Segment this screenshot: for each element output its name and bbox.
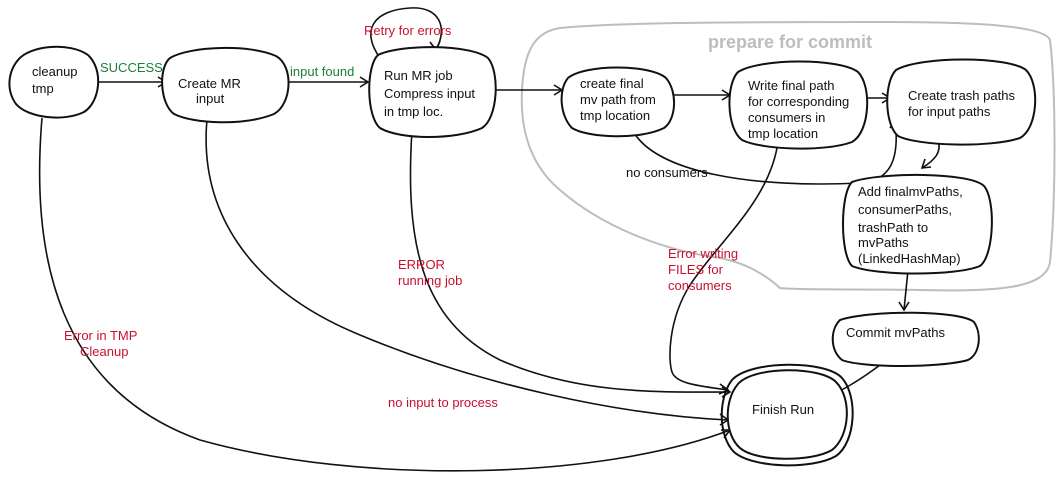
- label-error-tmp: Cleanup: [80, 344, 128, 359]
- node-run-mr-job: Run MR job Compress input in tmp loc.: [368, 46, 497, 138]
- node-text: input: [196, 91, 225, 106]
- node-text: Finish Run: [752, 402, 814, 417]
- node-finish-run: Finish Run: [720, 363, 854, 467]
- arrowhead: [920, 158, 932, 169]
- edge-add-to-commit: [903, 269, 909, 311]
- label-error-running: ERROR: [398, 257, 445, 272]
- label-error-writing: consumers: [668, 278, 732, 293]
- edge-retry-loop: [370, 7, 443, 59]
- label-retry: Retry for errors: [364, 23, 452, 38]
- node-text: trashPath to: [858, 220, 928, 235]
- edge-no-input: [205, 109, 729, 421]
- node-text: tmp location: [748, 126, 818, 141]
- node-text: for input paths: [908, 104, 991, 119]
- node-text: in tmp loc.: [384, 104, 443, 119]
- label-no-consumers: no consumers: [626, 165, 708, 180]
- edge-no-consumers: [629, 119, 897, 185]
- label-error-writing: Error writing: [668, 246, 738, 261]
- node-text: Commit mvPaths: [846, 325, 945, 340]
- node-create-trash-paths: Create trash paths for input paths: [886, 58, 1037, 146]
- node-text: cleanup: [32, 64, 78, 79]
- node-text: consumerPaths,: [858, 202, 952, 217]
- node-cleanup-tmp: cleanup tmp: [8, 45, 100, 119]
- node-write-final-path: Write final path for corresponding consu…: [728, 60, 869, 150]
- label-error-running: running job: [398, 273, 462, 288]
- label-no-input: no input to process: [388, 395, 498, 410]
- arrowhead: [898, 301, 910, 312]
- group-title: prepare for commit: [708, 32, 872, 52]
- edge-run-error: [409, 129, 731, 393]
- node-create-mr-input: Create MR input: [161, 46, 290, 124]
- node-text: mvPaths: [858, 235, 909, 250]
- node-text: (LinkedHashMap): [858, 251, 961, 266]
- node-commit-mvpaths: Commit mvPaths: [831, 311, 980, 367]
- node-create-final-mv-path: create final mv path from tmp location: [560, 66, 675, 138]
- node-text: Run MR job: [384, 68, 453, 83]
- label-input-found: input found: [290, 64, 354, 79]
- prepare-for-commit-group: [520, 20, 1056, 292]
- node-add-final-mv-paths: Add finalmvPaths, consumerPaths, trashPa…: [842, 173, 993, 275]
- arrowhead: [359, 76, 370, 88]
- node-text: tmp: [32, 81, 54, 96]
- node-text: Write final path: [748, 78, 834, 93]
- node-text: Create MR: [178, 76, 241, 91]
- node-text: Compress input: [384, 86, 475, 101]
- node-text: create final: [580, 76, 644, 91]
- node-text: for corresponding: [748, 94, 849, 109]
- label-error-tmp: Error in TMP: [64, 328, 137, 343]
- arrowhead: [718, 383, 730, 395]
- edge-write-error: [669, 141, 779, 391]
- label-error-writing: FILES for: [668, 262, 724, 277]
- node-text: Add finalmvPaths,: [858, 184, 963, 199]
- edge-cleanup-error: [38, 117, 731, 472]
- label-success: SUCCESS: [100, 60, 163, 75]
- node-text: tmp location: [580, 108, 650, 123]
- node-text: mv path from: [580, 92, 656, 107]
- node-text: Create trash paths: [908, 88, 1015, 103]
- node-text: consumers in: [748, 110, 825, 125]
